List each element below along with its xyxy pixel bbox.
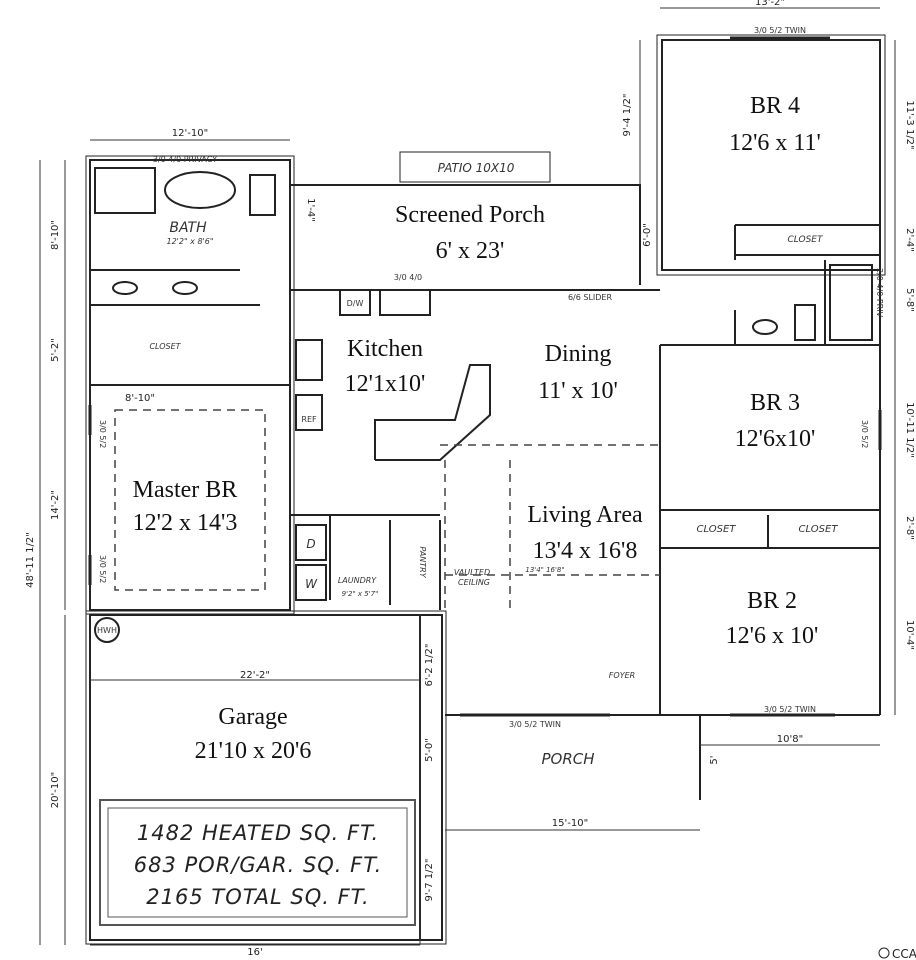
- br2-window-label: 3/0 5/2 TWIN: [764, 705, 816, 714]
- dimension-lines: [39, 7, 896, 946]
- br2-closet-label: CLOSET: [799, 524, 839, 535]
- bath-size-label: 12'2" x 8'6": [166, 237, 213, 246]
- dining-name: Dining: [545, 341, 612, 367]
- screened-porch-dim: 6' x 23': [436, 238, 505, 264]
- dim-br2-width: 10'8": [777, 734, 803, 745]
- dim-top-right: 13'-2": [755, 0, 785, 8]
- laundry-size-label: 9'2" x 5'7": [342, 590, 379, 598]
- garage-dim: 21'10 x 20'6: [195, 738, 312, 764]
- bath2-window-label: 2/0 4/0 PRIV: [875, 268, 884, 318]
- br4-closet-label: CLOSET: [787, 235, 824, 245]
- br4-name: BR 4: [750, 93, 800, 119]
- dim-br4-left: 9'-4 1/2": [622, 94, 633, 137]
- br3-dim: 12'6x10': [735, 426, 816, 452]
- water-heater-label: HWH: [97, 626, 117, 635]
- dim-left-8-10: 8'-10": [50, 220, 61, 250]
- bath-window-label: 3/0 4/0 PRIVACY: [153, 155, 217, 164]
- sqft-por-gar: 683 POR/GAR. SQ. FT.: [134, 853, 383, 877]
- sqft-heated: 1482 HEATED SQ. FT.: [137, 821, 379, 845]
- br4-window-label: 3/0 5/2 TWIN: [754, 26, 806, 35]
- master-closet-label: CLOSET: [149, 342, 181, 351]
- master-window-label-2: 3/0 5/2: [98, 555, 107, 583]
- dim-porch-width: 15'-10": [552, 818, 588, 829]
- bath-label: BATH: [169, 220, 207, 236]
- br3-name: BR 3: [750, 390, 800, 416]
- dim-bottom: 16': [247, 947, 262, 958]
- br4-dim: 12'6 x 11': [729, 130, 821, 156]
- kitchen-window-label: 3/0 4/0: [394, 273, 422, 282]
- windows: [88, 36, 882, 717]
- kitchen-dim: 12'1x10': [345, 371, 426, 397]
- dim-master-width: 8'-10": [125, 393, 155, 404]
- dim-br3-right: 10'-11 1/2": [904, 402, 915, 458]
- dim-br2-right: 10'-4": [904, 620, 915, 650]
- refrigerator-label: REF: [301, 415, 317, 424]
- dim-porch-left: 1'-4": [305, 198, 316, 222]
- dim-overall-left: 48'-11 1/2": [25, 532, 36, 588]
- dim-garage-5-0: 5'-0": [424, 738, 435, 762]
- copyright-mark: CCAR: [878, 947, 916, 960]
- patio-label: PATIO 10X10: [438, 161, 515, 175]
- dishwasher-label: D/W: [347, 299, 364, 308]
- dim-left-20-10: 20'-10": [50, 772, 61, 808]
- br3-window-label: 3/0 5/2: [860, 420, 869, 448]
- dim-top-left: 12'-10": [172, 128, 208, 139]
- master-window-label-1: 3/0 5/2: [98, 420, 107, 448]
- living-area-dim: 13'4 x 16'8: [533, 538, 638, 564]
- br2-name: BR 2: [747, 588, 797, 614]
- copyright-label: CCAR: [892, 947, 916, 960]
- dim-garage-width: 22'-2": [240, 670, 270, 681]
- living-area-name: Living Area: [527, 502, 643, 528]
- sqft-total: 2165 TOTAL SQ. FT.: [146, 885, 369, 909]
- dim-closet2-right: 2'-8": [904, 516, 915, 540]
- vaulted-label: VAULTED: [454, 568, 490, 577]
- dim-garage-9-7: 9'-7 1/2": [424, 859, 435, 902]
- dim-closet-right: 2'-4": [904, 228, 915, 252]
- foyer-label: FOYER: [609, 671, 635, 680]
- kitchen-name: Kitchen: [347, 336, 423, 362]
- vault-dims-label: 13'4" 16'8": [525, 566, 564, 574]
- dim-porch-right: 6'-0": [642, 223, 653, 247]
- dim-garage-6-2: 6'-2 1/2": [424, 644, 435, 687]
- dim-bath-right: 5'-8": [904, 288, 915, 312]
- dim-left-14-2: 14'-2": [50, 490, 61, 520]
- porch-window-label: 3/0 5/2 TWIN: [509, 720, 561, 729]
- copyright-icon: [878, 947, 890, 959]
- washer-label: W: [305, 577, 318, 591]
- dryer-label: D: [306, 537, 315, 551]
- dim-porch-depth: 5': [709, 755, 720, 764]
- screened-porch-name: Screened Porch: [395, 202, 545, 228]
- master-br-dim: 12'2 x 14'3: [133, 510, 238, 536]
- dim-left-5-2: 5'-2": [50, 338, 61, 362]
- br3-closet-label: CLOSET: [697, 524, 737, 535]
- garage-name: Garage: [218, 704, 287, 730]
- dining-dim: 11' x 10': [538, 378, 618, 404]
- dim-br4-right: 11'-3 1/2": [904, 100, 915, 149]
- porch-label: PORCH: [541, 750, 594, 768]
- pantry-label: PANTRY: [418, 546, 427, 578]
- slider-label: 6/6 SLIDER: [568, 293, 613, 302]
- walls: [85, 34, 886, 945]
- master-br-name: Master BR: [133, 477, 238, 503]
- laundry-label: LAUNDRY: [338, 576, 377, 585]
- ceiling-label: CEILING: [458, 578, 490, 587]
- br2-dim: 12'6 x 10': [726, 623, 819, 649]
- dashed-lines: [114, 409, 660, 610]
